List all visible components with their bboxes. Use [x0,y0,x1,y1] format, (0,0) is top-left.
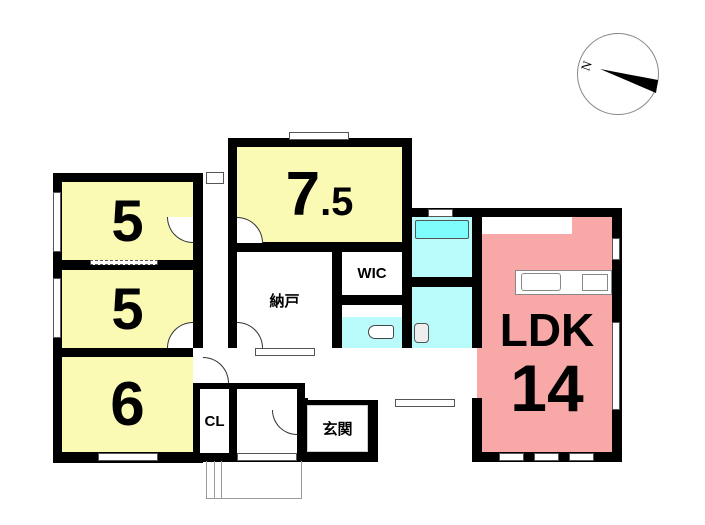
window [428,209,453,217]
compass: N [577,33,659,115]
walk-in-closet: WIC [342,252,402,295]
corridor-east [305,348,477,398]
sink-icon [521,273,561,291]
window [255,348,315,356]
entry-steps [206,461,302,499]
window [569,453,594,461]
ldk-name: LDK [499,304,595,356]
room-size-label: 5 [111,188,144,254]
window [53,192,61,252]
entry-door [237,453,297,461]
bedroom-d: 7.5 [237,147,402,242]
storage-label: 納戸 [269,292,300,310]
bathtub-icon [415,220,469,239]
genkan-label: 玄関 [322,421,353,438]
window [612,238,620,260]
room-size-decimal: .5 [320,180,354,224]
window [499,453,524,461]
toilet-icon [368,325,394,339]
room-size-label: 6 [110,370,145,439]
closet-label: CL [204,412,225,430]
genkan: 玄関 [307,405,368,452]
ldk-shelf [482,217,572,234]
ldk-room [482,217,612,452]
window [612,322,620,410]
window [53,278,61,338]
room-size-label: 7 [285,160,321,229]
window [98,453,158,461]
window [289,132,349,140]
sliding-partition [90,260,158,265]
room-size-label: 5 [111,276,144,342]
ldk-label: LDK [482,304,612,356]
washbasin-icon [414,323,429,343]
compass-needle-icon [600,69,658,93]
closet: CL [200,389,229,453]
bedroom-c: 6 [62,357,193,452]
stove-icon [582,274,608,291]
ldk-size-label: 14 [510,350,584,425]
window [534,453,559,461]
ldk-notch [477,348,487,398]
window [395,399,455,407]
corridor-top [206,172,224,184]
ldk-size: 14 [482,351,612,425]
entry-step-line [214,461,222,499]
wic-label: WIC [357,265,387,282]
